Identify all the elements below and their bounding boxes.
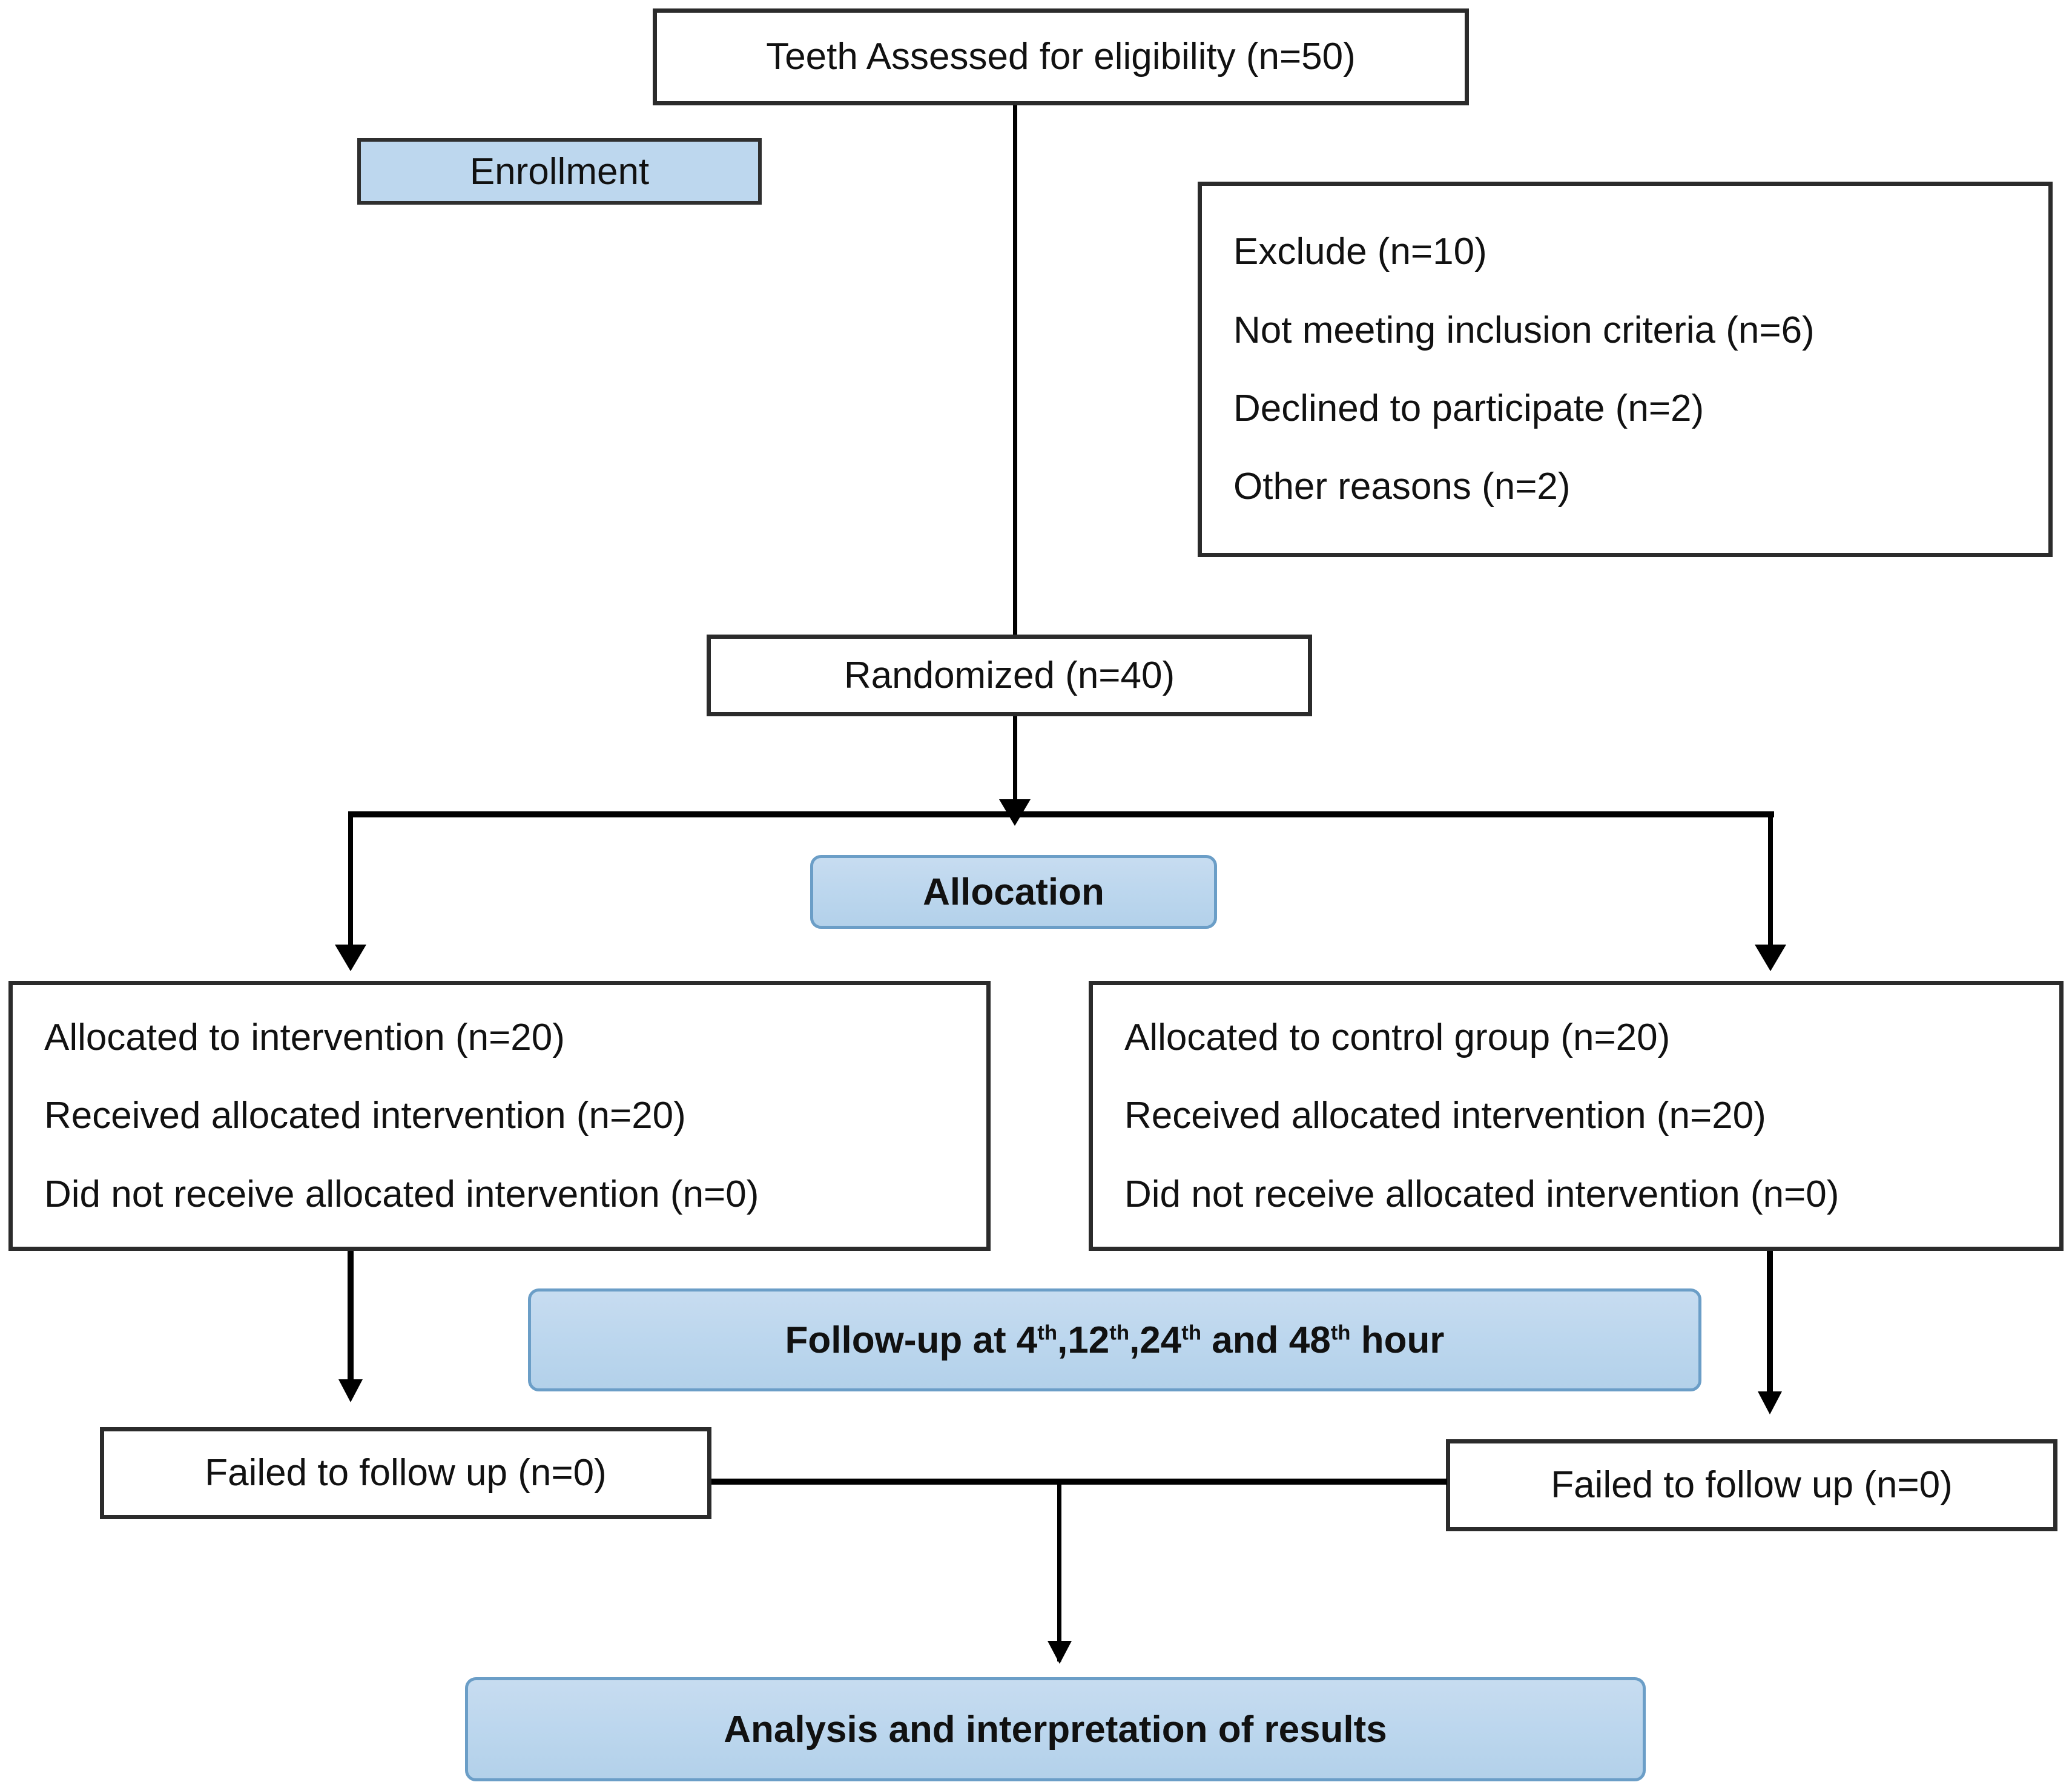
arrowhead-failed-left — [338, 1379, 363, 1402]
excluded-line-3: Declined to participate (n=2) — [1233, 388, 1704, 429]
phase-label-followup: Follow-up at 4th,12th,24th and 48th hour — [528, 1288, 1701, 1391]
followup-mid-2: ,24 — [1129, 1319, 1182, 1361]
allocated-intervention-line-1: Allocated to intervention (n=20) — [44, 1016, 565, 1058]
followup-prefix: Follow-up at 4 — [785, 1319, 1038, 1361]
arrowhead-right-branch — [1755, 945, 1786, 971]
connector-randomized-stem — [1013, 716, 1017, 808]
connector-split-bar — [350, 811, 1774, 817]
assessed-text: Teeth Assessed for eligibility (n=50) — [766, 36, 1356, 78]
failed-right-text: Failed to follow up (n=0) — [1551, 1464, 1953, 1506]
excluded-line-2: Not meeting inclusion criteria (n=6) — [1233, 309, 1815, 351]
followup-suffix: hour — [1350, 1319, 1445, 1361]
followup-ordinal-2: th — [1109, 1321, 1130, 1344]
followup-ordinal-1: th — [1037, 1321, 1058, 1344]
followup-ordinal-4: th — [1330, 1321, 1351, 1344]
node-failed-follow-up-left: Failed to follow up (n=0) — [100, 1427, 711, 1519]
followup-label-text: Follow-up at 4th,12th,24th and 48th hour — [785, 1319, 1445, 1362]
allocated-control-line-3: Did not receive allocated intervention (… — [1124, 1173, 1839, 1215]
allocated-intervention-line-2: Received allocated intervention (n=20) — [44, 1095, 686, 1137]
connector-right-branch — [1768, 811, 1773, 958]
connector-control-to-failed-right — [1767, 1251, 1773, 1401]
enrollment-label-text: Enrollment — [469, 150, 650, 193]
phase-label-analysis: Analysis and interpretation of results — [465, 1677, 1646, 1781]
randomized-text: Randomized (n=40) — [843, 654, 1175, 696]
node-allocated-intervention: Allocated to intervention (n=20) Receive… — [8, 981, 991, 1251]
connector-intervention-to-failed-left — [348, 1251, 354, 1389]
node-randomized: Randomized (n=40) — [707, 635, 1312, 716]
connector-join-to-analysis — [1057, 1485, 1061, 1661]
node-failed-follow-up-right: Failed to follow up (n=0) — [1446, 1439, 2057, 1531]
connector-failed-join-bar — [711, 1479, 1447, 1485]
arrowhead-failed-right — [1758, 1391, 1782, 1414]
arrowhead-analysis — [1048, 1641, 1072, 1664]
allocated-control-line-2: Received allocated intervention (n=20) — [1124, 1095, 1766, 1137]
allocated-control-line-1: Allocated to control group (n=20) — [1124, 1016, 1671, 1058]
followup-mid-1: ,12 — [1057, 1319, 1110, 1361]
node-allocated-control: Allocated to control group (n=20) Receiv… — [1089, 981, 2064, 1251]
phase-label-allocation: Allocation — [810, 855, 1217, 929]
excluded-line-1: Exclude (n=10) — [1233, 231, 1487, 273]
allocated-intervention-line-3: Did not receive allocated intervention (… — [44, 1173, 759, 1215]
connector-assessed-to-randomized — [1013, 105, 1017, 636]
failed-left-text: Failed to follow up (n=0) — [205, 1452, 607, 1494]
connector-left-branch — [348, 811, 353, 958]
node-excluded: Exclude (n=10) Not meeting inclusion cri… — [1198, 182, 2053, 557]
followup-mid-3: and 48 — [1201, 1319, 1331, 1361]
node-assessed-for-eligibility: Teeth Assessed for eligibility (n=50) — [653, 8, 1469, 105]
analysis-label-text: Analysis and interpretation of results — [724, 1708, 1387, 1750]
arrowhead-left-branch — [335, 945, 366, 971]
phase-label-enrollment: Enrollment — [357, 138, 762, 205]
allocation-label-text: Allocation — [923, 871, 1104, 913]
excluded-line-4: Other reasons (n=2) — [1233, 466, 1571, 508]
followup-ordinal-3: th — [1181, 1321, 1202, 1344]
